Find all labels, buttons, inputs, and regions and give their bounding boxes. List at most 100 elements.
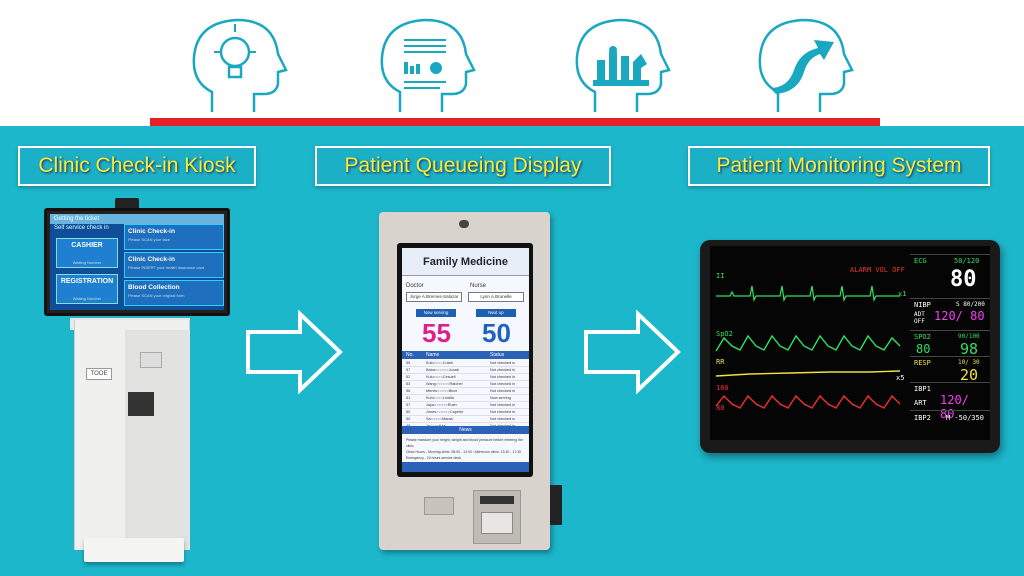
cell-name: Sa○○○○○Mauta	[426, 417, 453, 421]
ticket-slot: TOOE	[86, 368, 112, 380]
nibp-label: NIBP	[914, 301, 931, 309]
top-band	[0, 0, 1024, 126]
col-name: Name	[426, 352, 440, 358]
kiosk-camera	[115, 198, 139, 210]
next-up-number: 50	[482, 318, 511, 348]
ibp-scale-low: 80	[716, 404, 725, 412]
lead-label: II	[716, 272, 725, 280]
hr-limits: 50/120	[954, 257, 980, 265]
monitor-title: Patient Monitoring System	[688, 146, 990, 186]
cashier-sub: Waiting Number	[72, 260, 102, 265]
kiosk-screen-header: Getting the ticket	[50, 214, 224, 224]
scanner-pad-icon	[481, 512, 513, 534]
cell-no: 55	[406, 361, 411, 365]
ibp1-label: IBP1	[914, 385, 931, 393]
cell-status: Not checked in	[490, 403, 516, 407]
doctor-label: Doctor	[406, 283, 424, 289]
ibp2-value: M -50/350	[946, 414, 984, 422]
queue-table-header: No. Name Status	[402, 351, 529, 359]
news-line: Emergency - 24 hours service desk	[406, 456, 461, 460]
alarm-status: ALARM VOL OFF	[850, 266, 905, 274]
pr-value: 80	[916, 342, 931, 356]
nibp-range: S 80/200	[956, 301, 985, 308]
cell-status: Not checked in	[490, 361, 516, 365]
queue-kiosk-camera	[459, 220, 469, 228]
cell-name: Wang○○○○○○Ratchel	[426, 382, 463, 386]
next-up-label: Next up	[476, 309, 516, 317]
spo2-wave-line	[715, 334, 901, 352]
document-head-icon	[370, 12, 480, 117]
side-handle	[550, 485, 562, 525]
waveforms	[715, 285, 901, 409]
resp-wave-line	[715, 370, 901, 377]
queue-title: Patient Queueing Display	[315, 146, 611, 186]
kiosk-screen-subheader: Self service check in	[54, 225, 109, 231]
resp-value: 20	[960, 366, 979, 384]
chess-head-icon	[565, 12, 675, 117]
item-label: Clinic Check-in	[128, 228, 175, 235]
nfc-reader-icon	[140, 352, 162, 368]
ibp2-label: IBP2	[914, 414, 931, 422]
nurse-name: Lynn A.Brunelle	[468, 292, 524, 302]
monitor-screen: ALARM VOL OFF II x1 SpO2 RR 160 80 x5 EC…	[710, 246, 990, 440]
ibp-wave-line	[715, 394, 901, 409]
card-checkin-button[interactable]: Clinic Check-in Please INSERT your healt…	[124, 252, 224, 278]
news-header: News	[402, 426, 529, 434]
cell-no: 56	[406, 389, 411, 393]
growth-arrow-head-icon	[748, 12, 858, 117]
spo2-panel: SPO2 90/100 80 98	[910, 330, 990, 358]
registration-sub: Waiting Number	[72, 296, 102, 301]
news-line: Please measure your height, weight and b…	[406, 438, 523, 448]
resp-label: RESP	[914, 359, 931, 367]
cell-no: 57	[406, 403, 411, 407]
clinic-title: Family Medicine	[402, 248, 529, 276]
cell-no: 50	[406, 410, 411, 414]
col-no: No.	[406, 352, 414, 358]
kiosk-title: Clinic Check-in Kiosk	[18, 146, 256, 186]
ecg-label: ECG	[914, 257, 927, 265]
cell-status: Not checked in	[490, 368, 516, 372]
cashier-button[interactable]: CASHIER Waiting Number	[56, 238, 118, 268]
cell-status: Not checked in	[490, 389, 516, 393]
resp-panel: RESP 10/ 30 20	[910, 356, 990, 384]
cell-no: 52	[406, 375, 411, 379]
ibp2-panel: IBP2 M -50/350	[910, 410, 990, 426]
card-slot	[480, 496, 514, 504]
kiosk-base	[84, 538, 184, 562]
queue-footer-bar	[402, 462, 529, 472]
ibp-scale-high: 160	[716, 384, 729, 392]
ibp1-panel: IBP1 ART 120/ 80	[910, 382, 990, 421]
news-body: Please measure your height, weight and b…	[406, 437, 526, 461]
art-label: ART	[914, 399, 927, 407]
kiosk-screen: Getting the ticket Self service check in…	[44, 208, 230, 316]
registration-button[interactable]: REGISTRATION Waiting Number	[56, 274, 118, 304]
face-checkin-button[interactable]: Clinic Check-in Please SCAN your face	[124, 224, 224, 250]
gain-label: x1	[898, 290, 907, 298]
rr-wave-label: RR	[716, 358, 725, 366]
lightbulb-head-icon	[182, 12, 292, 117]
cell-status: Not checked in	[490, 375, 516, 379]
ticket-printer	[424, 497, 454, 515]
cell-no: 53	[406, 382, 411, 386]
spo2-value: 98	[960, 340, 979, 358]
nibp-panel: NIBP S 80/200 ADT OFF 120/ 80	[910, 298, 990, 330]
cell-name: Kulu○○○○Cutah	[426, 361, 453, 365]
nibp-value: 120/ 80	[934, 309, 985, 323]
red-divider	[150, 118, 880, 126]
news-line: Clinic Hours - Morning clinic: 08:00 - 1…	[406, 450, 522, 454]
cell-status: Not checked in	[490, 417, 516, 421]
card-reader	[128, 392, 154, 416]
now-serving-label: Now serving	[416, 309, 456, 317]
spo2-label: SPO2	[914, 333, 931, 341]
queue-screen: Family Medicine Doctor Nurse Jorge A.Bre…	[402, 248, 529, 472]
blood-collection-button[interactable]: Blood Collection Please SCAN your origin…	[124, 280, 224, 306]
item-sub: Please SCAN your face	[128, 237, 171, 242]
scale-x5: x5	[896, 374, 905, 382]
